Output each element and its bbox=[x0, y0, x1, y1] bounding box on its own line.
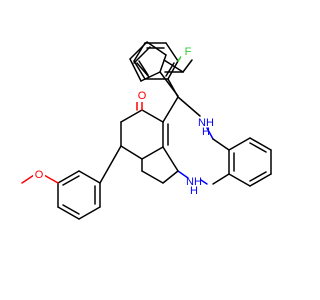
molecule-structure-diagram: F O O NH H NH H bbox=[21, 41, 272, 220]
fluorine-label: F bbox=[185, 46, 192, 58]
methoxy-group bbox=[21, 174, 59, 184]
diazepine-ring bbox=[162, 96, 230, 185]
amine-lower-label: NH bbox=[186, 176, 202, 188]
amine-upper-label: NH bbox=[198, 117, 214, 129]
amine-lower-hydrogen-label: H bbox=[190, 185, 198, 197]
benzo-ring bbox=[228, 137, 272, 187]
amine-upper-hydrogen-label: H bbox=[202, 126, 210, 138]
atom-labels: F O O NH H NH H bbox=[33, 46, 214, 197]
carbonyl-oxygen-label: O bbox=[138, 90, 147, 102]
cyclohexenone-ring bbox=[120, 109, 179, 184]
methoxyphenyl-ring bbox=[57, 145, 122, 220]
methoxy-oxygen-label: O bbox=[35, 169, 44, 181]
